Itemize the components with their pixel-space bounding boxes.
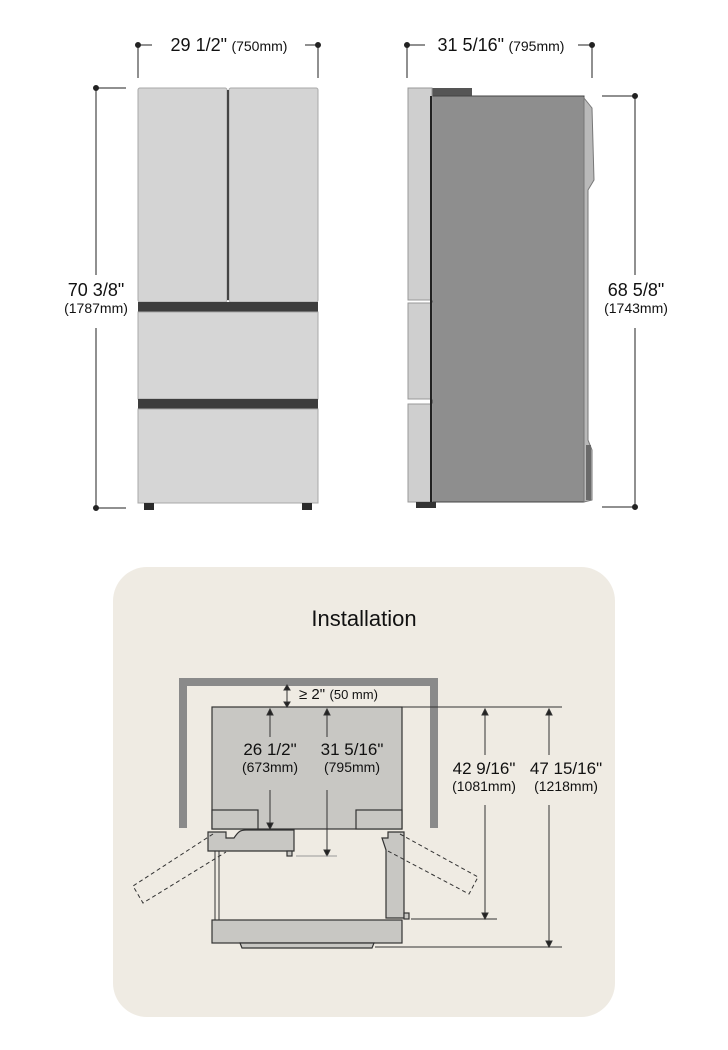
side-height-label: 68 5/8" (1743mm)	[604, 280, 668, 316]
front-width-label: 29 1/2" (750mm)	[170, 35, 288, 55]
front-width-dimension	[135, 42, 321, 78]
clearance-label: ≥ 2" (50 mm)	[299, 686, 378, 703]
side-depth-dimension	[404, 42, 595, 78]
fridge-elevation-drawings	[93, 42, 638, 511]
depth-door-open-label: 42 9/16" (1081mm)	[452, 759, 516, 794]
front-height-dimension	[93, 85, 126, 511]
fridge-plan	[207, 706, 410, 949]
depth-with-doors-label: 31 5/16" (795mm)	[320, 740, 384, 775]
side-depth-label: 31 5/16" (795mm)	[437, 35, 565, 55]
depth-without-doors-label: 26 1/2" (673mm)	[241, 740, 298, 775]
fridge-side-view	[407, 87, 595, 508]
installation-title: Installation	[311, 606, 417, 631]
fridge-front-view	[137, 87, 319, 510]
door-swing-outline	[132, 833, 479, 904]
side-height-dimension	[602, 93, 638, 510]
depth-drawer-open-label: 47 15/16" (1218mm)	[529, 759, 603, 794]
front-height-label: 70 3/8" (1787mm)	[64, 280, 128, 316]
